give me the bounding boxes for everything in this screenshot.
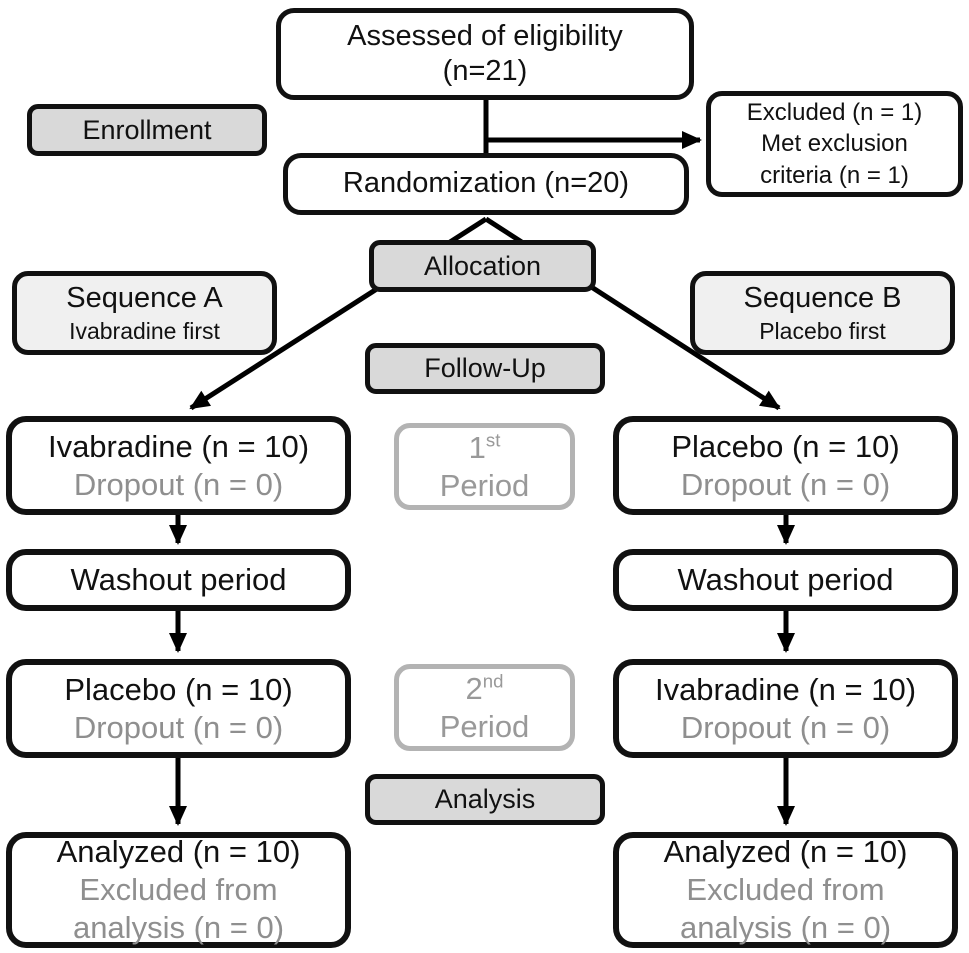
period-2-word: Period bbox=[439, 708, 530, 744]
allocation-label-text: Allocation bbox=[423, 250, 542, 281]
left-analyzed-sub1: Excluded from bbox=[79, 872, 278, 908]
stage-label-enrollment: Enrollment bbox=[27, 104, 267, 156]
assessed-line1: Assessed of eligibility bbox=[347, 19, 623, 52]
period-1-box: 1st Period bbox=[394, 423, 575, 510]
right-analyzed-main: Analyzed (n = 10) bbox=[663, 834, 908, 870]
right-period2-main: Ivabradine (n = 10) bbox=[654, 671, 917, 707]
right-period1-box: Placebo (n = 10) Dropout (n = 0) bbox=[613, 416, 958, 515]
stage-label-allocation: Allocation bbox=[369, 240, 596, 292]
randomization-box: Randomization (n=20) bbox=[283, 153, 689, 215]
excluded-line3: criteria (n = 1) bbox=[760, 161, 909, 189]
sequence-a-box: Sequence A Ivabradine first bbox=[12, 271, 277, 355]
randomization-text: Randomization (n=20) bbox=[342, 167, 630, 200]
right-period2-dropout: Dropout (n = 0) bbox=[680, 709, 891, 745]
excluded-box: Excluded (n = 1) Met exclusion criteria … bbox=[706, 91, 963, 197]
left-period1-box: Ivabradine (n = 10) Dropout (n = 0) bbox=[6, 416, 351, 515]
assessed-eligibility-box: Assessed of eligibility (n=21) bbox=[276, 8, 694, 100]
left-washout-box: Washout period bbox=[6, 549, 351, 611]
stage-label-followup: Follow-Up bbox=[365, 343, 605, 394]
right-washout-text: Washout period bbox=[677, 562, 894, 598]
left-washout-text: Washout period bbox=[70, 562, 287, 598]
excluded-line2: Met exclusion bbox=[761, 130, 908, 158]
right-analyzed-box: Analyzed (n = 10) Excluded from analysis… bbox=[613, 832, 958, 948]
sequence-b-box: Sequence B Placebo first bbox=[690, 271, 955, 355]
left-period2-box: Placebo (n = 10) Dropout (n = 0) bbox=[6, 659, 351, 758]
period-1-ordinal: 1st bbox=[469, 429, 501, 467]
sequence-b-title: Sequence B bbox=[743, 282, 902, 315]
left-period1-main: Ivabradine (n = 10) bbox=[47, 428, 310, 464]
assessed-line2: (n=21) bbox=[442, 55, 528, 87]
followup-label-text: Follow-Up bbox=[424, 353, 546, 384]
sequence-a-title: Sequence A bbox=[66, 282, 223, 315]
enrollment-label-text: Enrollment bbox=[82, 114, 212, 145]
stage-label-analysis: Analysis bbox=[365, 774, 605, 825]
period-1-word: Period bbox=[439, 467, 530, 503]
period-2-suffix: nd bbox=[482, 670, 504, 692]
sequence-a-subtitle: Ivabradine first bbox=[69, 317, 220, 344]
right-analyzed-sub2: analysis (n = 0) bbox=[679, 909, 892, 945]
period-2-number: 2 bbox=[465, 670, 483, 706]
left-analyzed-box: Analyzed (n = 10) Excluded from analysis… bbox=[6, 832, 351, 948]
period-2-ordinal: 2nd bbox=[466, 670, 504, 708]
period-2-box: 2nd Period bbox=[394, 664, 575, 751]
right-analyzed-sub1: Excluded from bbox=[686, 872, 885, 908]
left-analyzed-sub2: analysis (n = 0) bbox=[72, 909, 285, 945]
excluded-line1: Excluded (n = 1) bbox=[746, 99, 923, 127]
period-1-suffix: st bbox=[485, 429, 501, 451]
left-period2-main: Placebo (n = 10) bbox=[64, 671, 293, 707]
period-1-number: 1 bbox=[468, 429, 486, 465]
analysis-label-text: Analysis bbox=[434, 784, 536, 815]
right-period1-dropout: Dropout (n = 0) bbox=[680, 466, 891, 502]
right-period1-main: Placebo (n = 10) bbox=[671, 428, 900, 464]
left-analyzed-main: Analyzed (n = 10) bbox=[56, 834, 301, 870]
left-period1-dropout: Dropout (n = 0) bbox=[73, 466, 284, 502]
right-period2-box: Ivabradine (n = 10) Dropout (n = 0) bbox=[613, 659, 958, 758]
right-washout-box: Washout period bbox=[613, 549, 958, 611]
sequence-b-subtitle: Placebo first bbox=[759, 317, 886, 344]
left-period2-dropout: Dropout (n = 0) bbox=[73, 709, 284, 745]
